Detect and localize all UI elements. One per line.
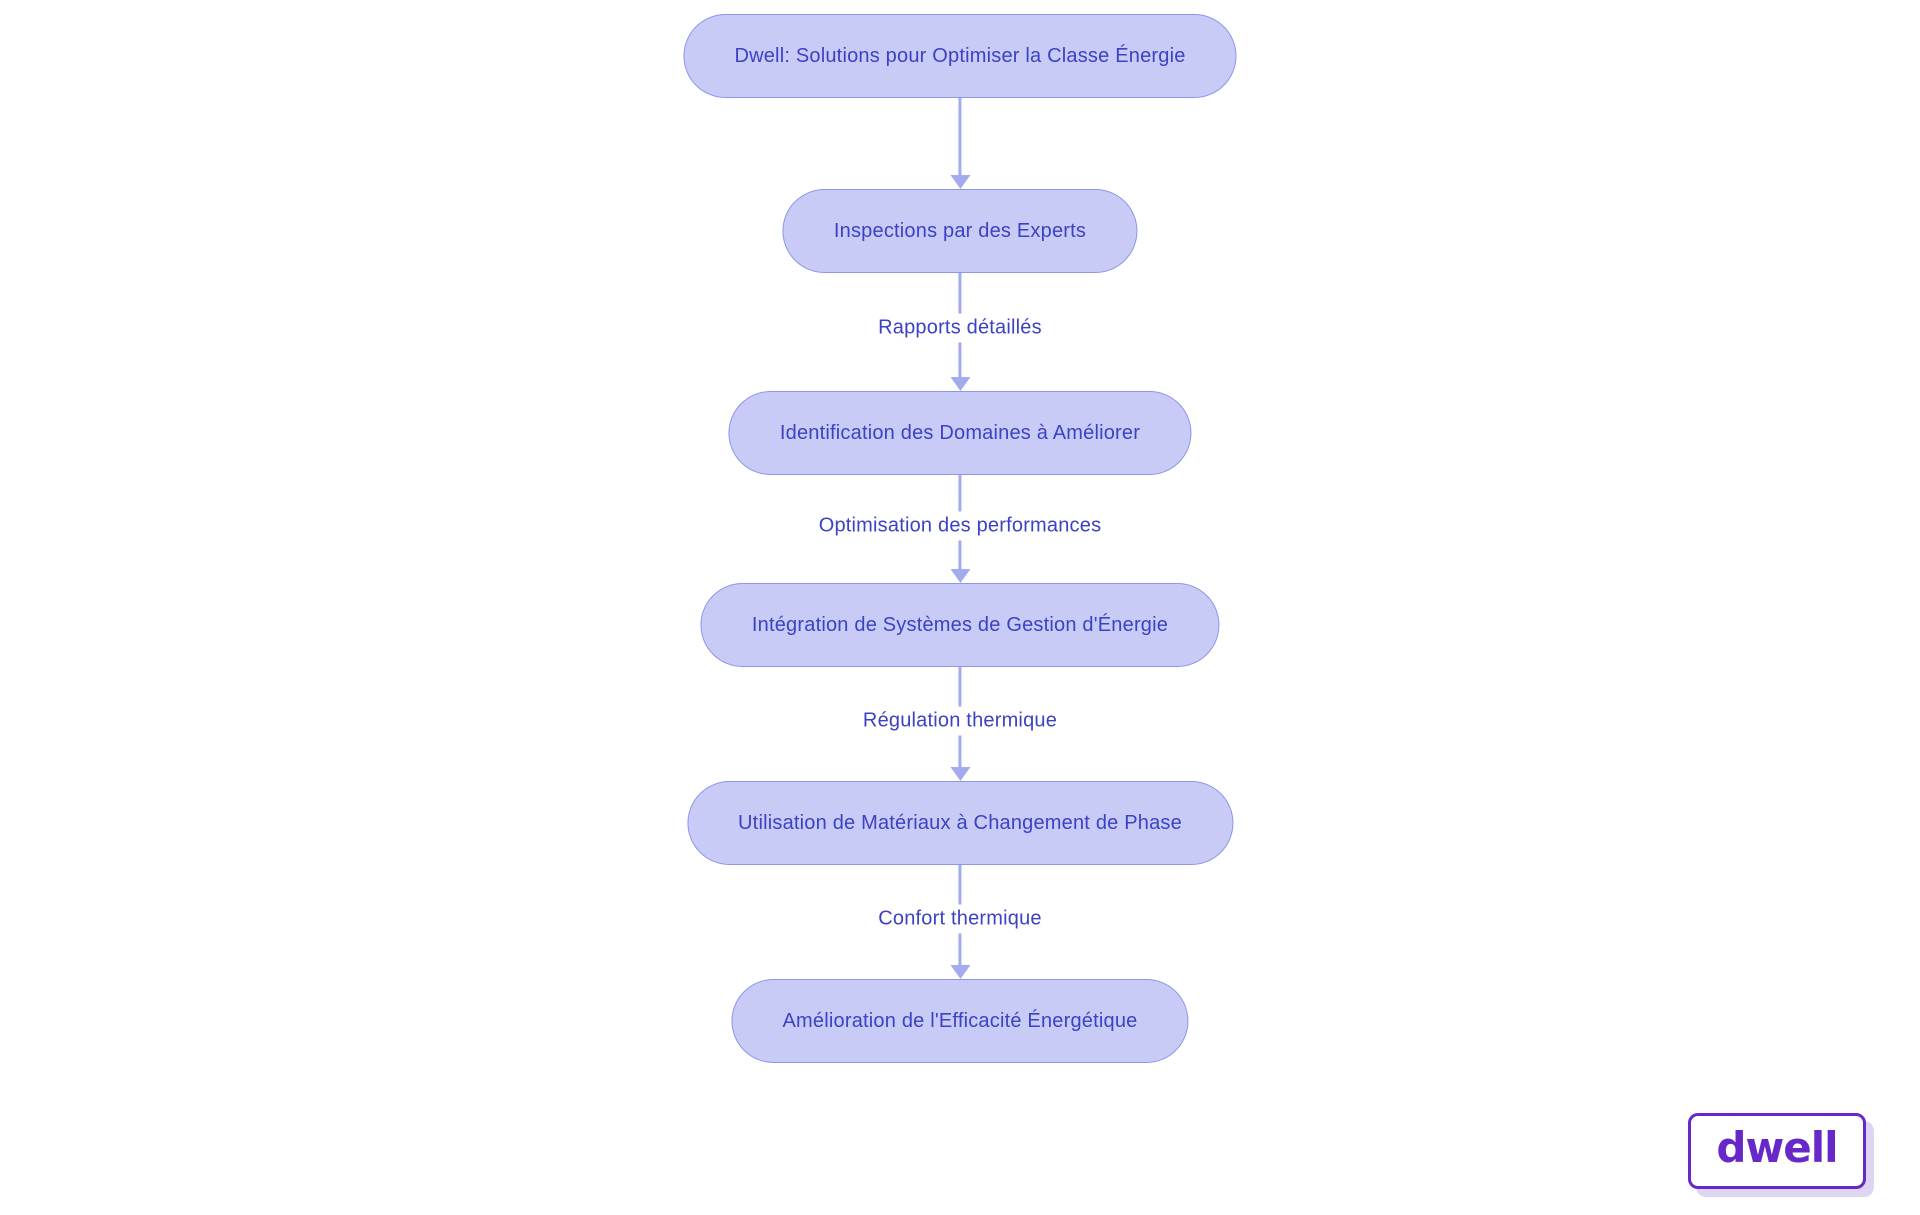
flow-node-amelioration-label: Amélioration de l'Efficacité Énergétique xyxy=(782,1009,1138,1032)
flow-node-integration: Intégration de Systèmes de Gestion d'Éne… xyxy=(700,583,1220,667)
edge-label-regulation: Régulation thermique xyxy=(856,706,1064,736)
edge-label-rapports: Rapports détaillés xyxy=(872,313,1048,343)
flow-edge-integration-materiaux: Régulation thermique xyxy=(683,667,1236,781)
flow-edge-title-inspections xyxy=(683,98,1236,189)
flow-node-inspections: Inspections par des Experts xyxy=(782,189,1138,273)
edge-label-optimisation: Optimisation des performances xyxy=(812,511,1108,541)
flow-node-integration-label: Intégration de Systèmes de Gestion d'Éne… xyxy=(751,613,1169,636)
arrow-down-icon xyxy=(949,569,970,583)
arrow-down-icon xyxy=(949,175,970,189)
flow-edge-inspections-identification: Rapports détaillés xyxy=(683,273,1236,391)
flow-node-materiaux: Utilisation de Matériaux à Changement de… xyxy=(687,781,1233,865)
flow-node-amelioration: Amélioration de l'Efficacité Énergétique xyxy=(731,979,1189,1063)
arrow-down-icon xyxy=(949,767,970,781)
flow-node-materiaux-label: Utilisation de Matériaux à Changement de… xyxy=(738,811,1182,834)
flowchart: Dwell: Solutions pour Optimiser la Class… xyxy=(683,14,1237,1063)
edge-label-confort: Confort thermique xyxy=(872,904,1048,934)
flow-edge-materiaux-amelioration: Confort thermique xyxy=(683,865,1236,979)
flow-node-identification-label: Identification des Domaines à Améliorer xyxy=(779,421,1141,444)
dwell-logo: dwell xyxy=(1688,1113,1866,1189)
flow-node-identification: Identification des Domaines à Améliorer xyxy=(728,391,1192,475)
flow-node-title: Dwell: Solutions pour Optimiser la Class… xyxy=(683,14,1237,98)
flow-node-title-label: Dwell: Solutions pour Optimiser la Class… xyxy=(734,44,1186,67)
arrow-down-icon xyxy=(949,377,970,391)
edge-line xyxy=(958,98,962,176)
flow-edge-identification-integration: Optimisation des performances xyxy=(683,475,1236,583)
dwell-logo-text: dwell xyxy=(1716,1123,1838,1172)
flow-node-inspections-label: Inspections par des Experts xyxy=(833,219,1087,242)
arrow-down-icon xyxy=(949,965,970,979)
